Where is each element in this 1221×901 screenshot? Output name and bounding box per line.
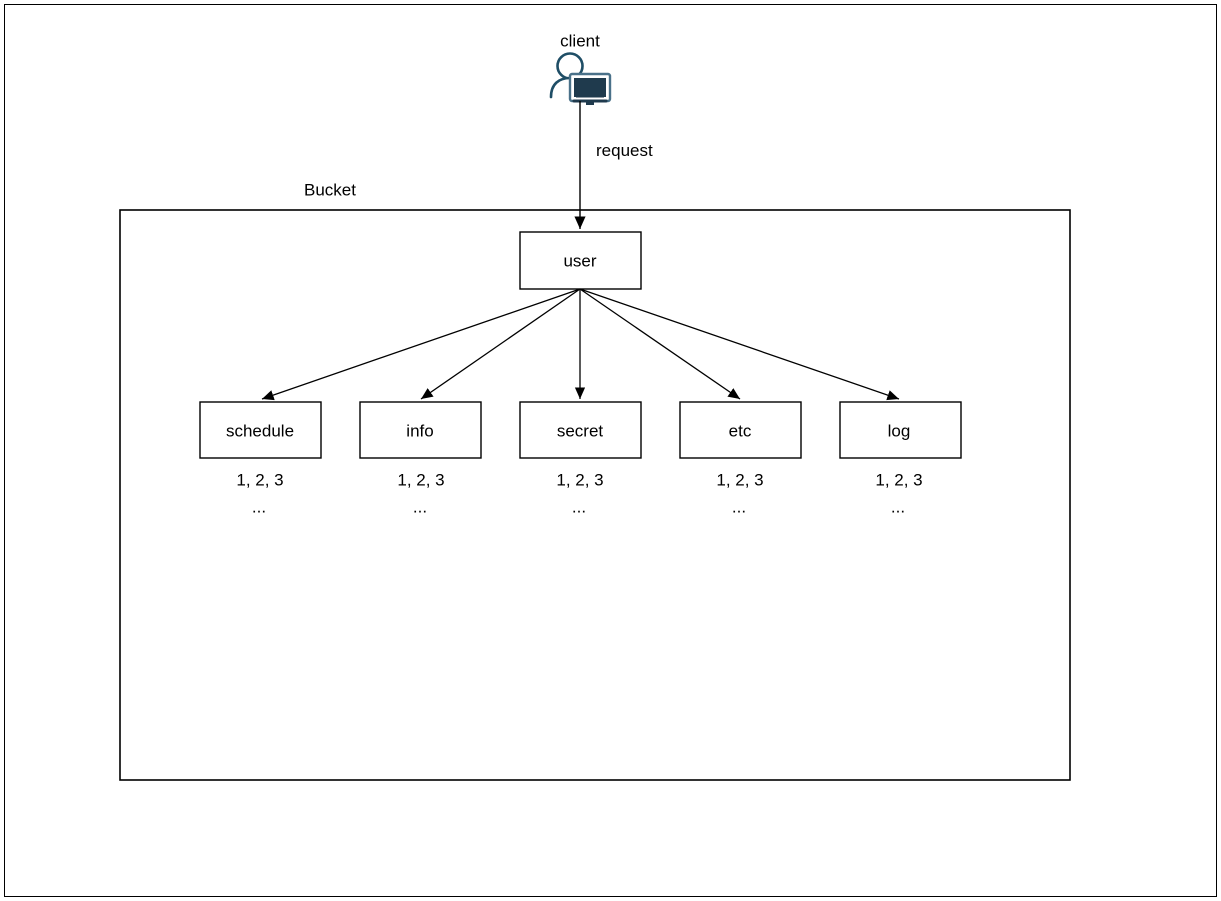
node-items-etc: 1, 2, 3 (716, 470, 764, 490)
node-ellipsis-info: ... (412, 497, 428, 517)
node-ellipsis-log: ... (890, 497, 906, 517)
edge-user-to-etc (579, 288, 741, 400)
node-label-info: info (406, 421, 434, 441)
edge-user-to-schedule (261, 288, 581, 401)
bucket-container-label: Bucket (304, 180, 356, 200)
node-box-etc[interactable] (679, 401, 802, 459)
node-items-secret: 1, 2, 3 (556, 470, 604, 490)
node-label-secret: secret (556, 421, 604, 441)
node-items-info: 1, 2, 3 (397, 470, 445, 490)
edge-user-to-log (579, 288, 900, 401)
node-label-user: user (563, 251, 597, 271)
node-box-schedule[interactable] (199, 401, 322, 459)
node-box-info[interactable] (359, 401, 482, 459)
node-box-secret[interactable] (519, 401, 642, 459)
node-items-log: 1, 2, 3 (875, 470, 923, 490)
node-ellipsis-secret: ... (571, 497, 587, 517)
node-box-log[interactable] (839, 401, 962, 459)
node-ellipsis-etc: ... (731, 497, 747, 517)
edge-user-to-info (420, 288, 581, 400)
bucket-container (119, 209, 1071, 781)
node-items-schedule: 1, 2, 3 (236, 470, 284, 490)
node-label-etc: etc (728, 421, 752, 441)
edge-label-request: request (596, 141, 653, 160)
node-box-user[interactable] (519, 231, 642, 290)
node-label-log: log (887, 421, 911, 441)
user-computer-icon (549, 52, 612, 105)
actor-label-client: client (560, 31, 600, 51)
node-ellipsis-schedule: ... (251, 497, 267, 517)
node-label-schedule: schedule (225, 421, 295, 441)
